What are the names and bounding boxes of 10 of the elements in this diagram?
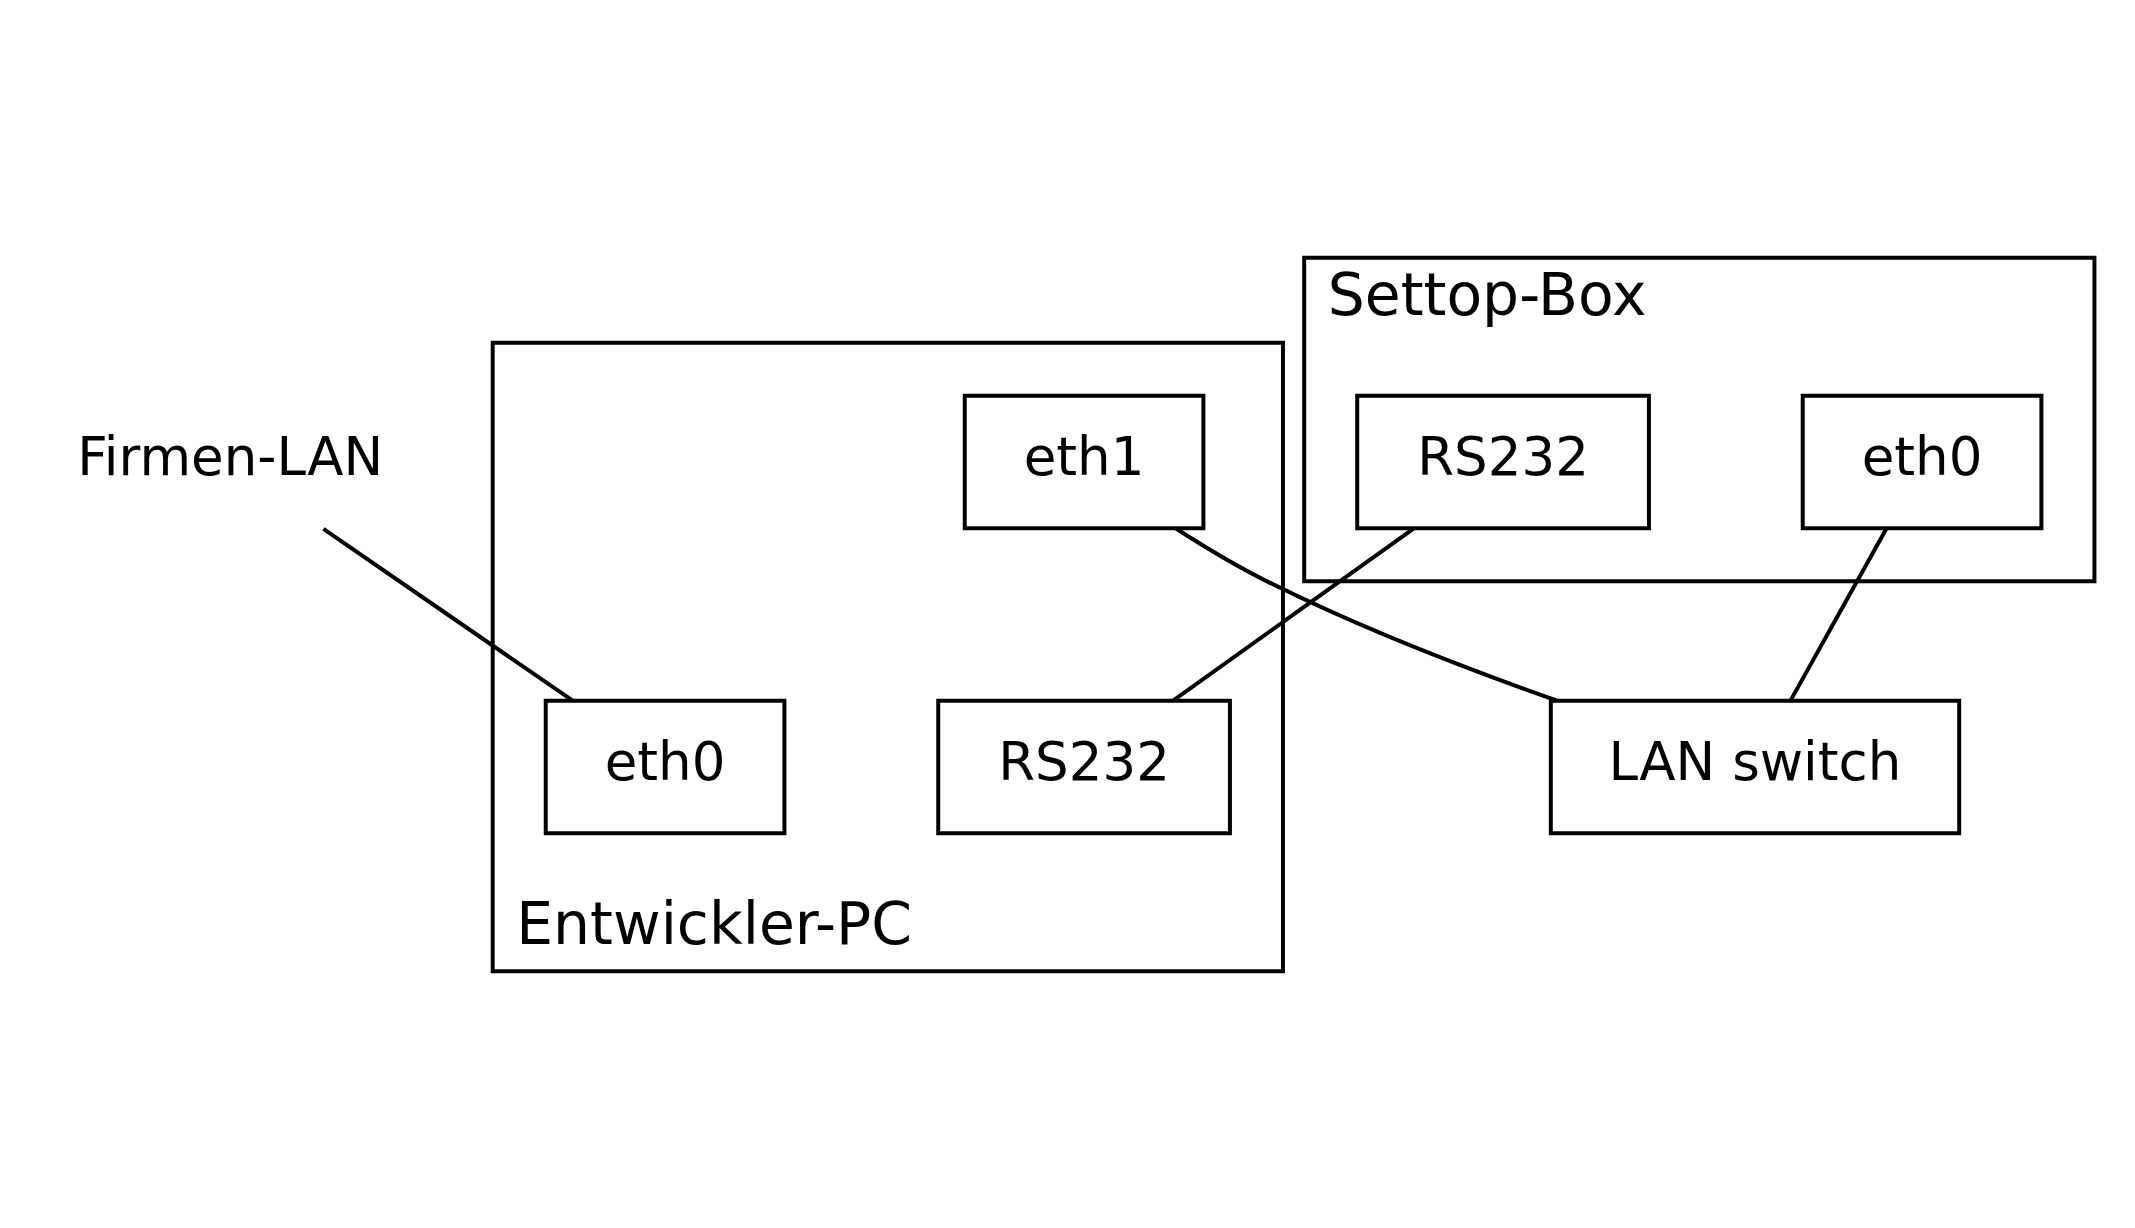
connector <box>1789 527 1888 701</box>
node-box: RS232 <box>936 698 1232 835</box>
node-box: eth0 <box>543 698 787 835</box>
node-text: Firmen-LAN <box>77 425 384 488</box>
node-box: eth0 <box>1800 393 2044 530</box>
node-box: RS232 <box>1355 393 1651 530</box>
node-box: eth1 <box>962 393 1206 530</box>
connector <box>322 526 574 702</box>
connector <box>1174 526 1557 702</box>
node-box: LAN switch <box>1548 698 1962 835</box>
